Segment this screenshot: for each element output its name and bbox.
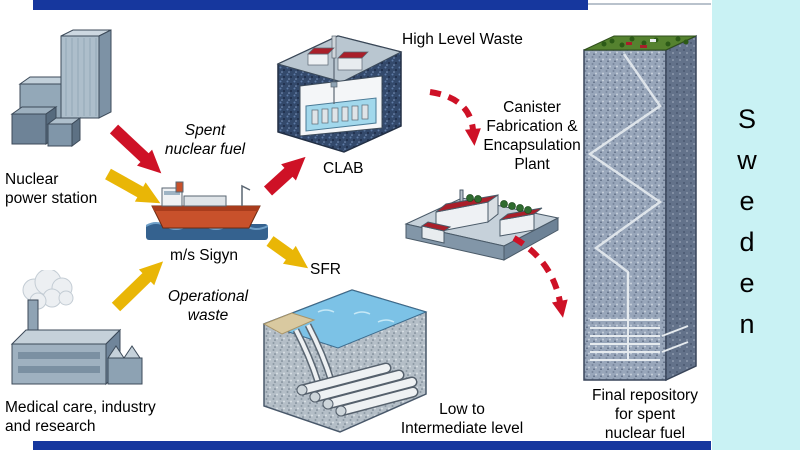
medical-industry-icon	[10, 270, 143, 386]
canister-plant-label: Canister Fabrication & Encapsulation Pla…	[483, 99, 581, 173]
sweden-label: Sweden	[732, 104, 762, 350]
sfr-label: SFR	[310, 261, 341, 278]
final-repository-label: Final repository for spent nuclear fuel	[592, 387, 698, 442]
high-level-waste-label: High Level Waste	[402, 31, 523, 48]
final-repository-icon	[583, 34, 697, 382]
spent-nuclear-fuel-label: Spent nuclear fuel	[164, 122, 246, 158]
clab-facility-icon	[276, 35, 403, 153]
operational-waste-label: Operational waste	[167, 288, 249, 324]
top-accent-bar	[33, 0, 588, 10]
sfr-facility-icon	[262, 289, 428, 433]
bottom-accent-bar	[33, 441, 711, 450]
nuclear-power-station-label: Nuclear power station	[5, 171, 98, 207]
medical-industry-label: Medical care, industry and research	[5, 399, 156, 435]
clab-label: CLAB	[323, 160, 364, 177]
ship-name-label: m/s Sigyn	[170, 247, 239, 264]
ship-icon	[146, 181, 268, 240]
nuclear-power-station-icon	[10, 29, 112, 147]
encapsulation-plant-icon	[404, 189, 560, 261]
low-intermediate-label: Low to Intermediate level	[400, 401, 524, 437]
top-divider	[588, 3, 711, 5]
